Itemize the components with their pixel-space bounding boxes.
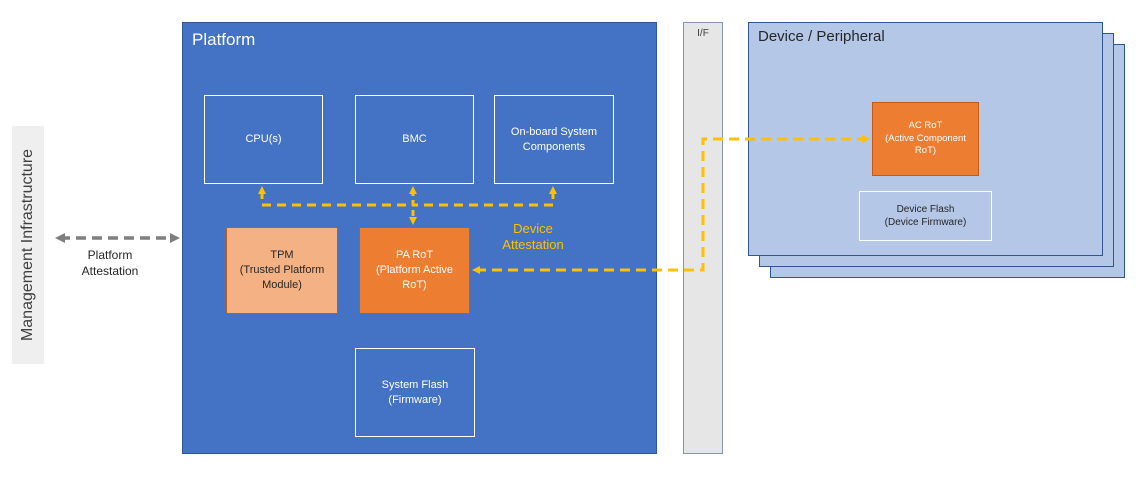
system-flash-box: System Flash (Firmware): [355, 348, 475, 437]
pa-rot-box: PA RoT (Platform Active RoT): [359, 227, 470, 314]
platform-attestation-label: Platform Attestation: [81, 248, 139, 278]
device-attestation-arrow: [472, 135, 870, 274]
cpu-box: CPU(s): [204, 95, 323, 184]
platform-title: Platform: [192, 30, 256, 49]
interface-label: I/F: [697, 28, 709, 39]
device-title: Device / Peripheral: [758, 28, 885, 45]
management-infrastructure-bar: Management Infrastructure: [12, 126, 44, 364]
cpu-attestation-arrow: [258, 186, 413, 207]
onboard-attestation-arrow: [413, 186, 557, 207]
ac-rot-box: AC RoT (Active Component RoT): [872, 102, 979, 176]
tpm-box: TPM (Trusted Platform Module): [226, 227, 338, 314]
